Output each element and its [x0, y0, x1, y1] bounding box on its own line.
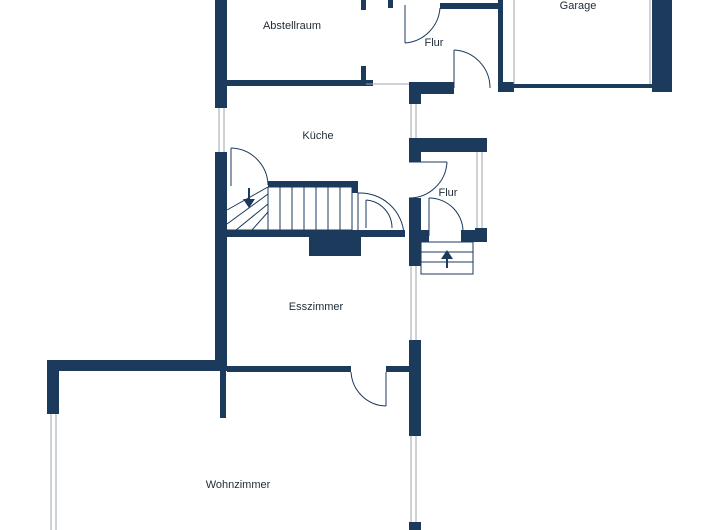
label-garage: Garage — [560, 0, 597, 12]
stair-winder-b — [226, 193, 269, 225]
wall-abstell-bottom — [215, 80, 373, 86]
door-dining-inner-arc — [365, 199, 393, 229]
wall-living-top-left — [47, 360, 227, 371]
doors — [230, 5, 491, 407]
wall-dining-right — [409, 340, 421, 436]
entrance-steps-outline — [420, 241, 474, 275]
walls — [47, 0, 672, 530]
door-kitchen-arc — [230, 147, 269, 186]
label-abstellraum: Abstellraum — [263, 20, 321, 32]
label-wohnzimmer: Wohnzimmer — [206, 479, 271, 491]
arrow-down-icon — [243, 188, 255, 208]
wall-flur-top-left — [388, 0, 393, 8]
wall-living-left — [47, 360, 59, 414]
label-flur-top: Flur — [425, 37, 444, 49]
label-flur-mid: Flur — [439, 187, 458, 199]
wall-kitchen-right-top — [409, 82, 421, 104]
wall-flur-mid-top — [409, 138, 487, 152]
wall-living-top — [227, 366, 351, 372]
wall-flur-mid-right — [475, 138, 487, 150]
stair-winder-d — [251, 211, 269, 231]
wall-living-stub — [220, 366, 226, 418]
wall-flur-mid-bottom — [409, 230, 429, 242]
wall-stair-top — [268, 181, 358, 187]
arrow-up-icon — [441, 250, 453, 268]
wall-garage-bottom — [514, 84, 654, 88]
staircase — [226, 186, 353, 231]
label-esszimmer: Esszimmer — [289, 301, 344, 313]
room-labels: Abstellraum Flur Garage Küche Flur Esszi… — [206, 0, 597, 491]
wall-garage-left — [498, 82, 514, 92]
wall-abstell-right-low — [361, 66, 366, 86]
wall-left-upper — [215, 0, 227, 108]
wall-stair-post — [309, 230, 361, 256]
wall-flur-mid-bottom-right — [461, 230, 487, 242]
wall-abstell-right — [361, 0, 366, 10]
door-living-arc — [350, 371, 387, 407]
wall-living-top-right — [386, 366, 420, 372]
door-dining-arc — [357, 192, 405, 236]
door-flur-top-arc — [404, 7, 441, 44]
windows — [50, 0, 651, 530]
stair-winder-c — [235, 203, 269, 231]
entrance-steps — [420, 241, 474, 275]
door-flur-mid-arc — [408, 161, 448, 199]
door-entrance-arc — [428, 197, 464, 235]
wall-stair-right — [352, 181, 358, 193]
wall-flur-garage — [498, 0, 503, 92]
door-garage-arc — [453, 49, 491, 89]
wall-garage-right — [652, 0, 672, 92]
label-kueche: Küche — [302, 130, 333, 142]
wall-flur-top-right — [440, 3, 502, 9]
wall-left-mid — [215, 152, 227, 370]
wall-living-right-bottom — [409, 522, 421, 530]
stair-winder-a — [226, 186, 269, 211]
